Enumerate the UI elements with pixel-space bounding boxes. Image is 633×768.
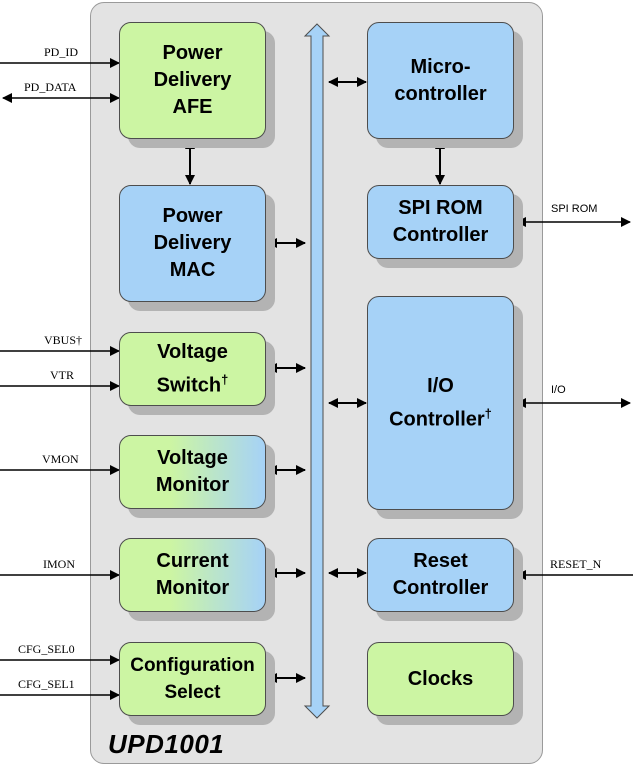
reset-controller-block: Reset Controller <box>367 538 514 612</box>
spi-rom-controller-block: SPI ROM Controller <box>367 185 514 259</box>
signal-label-cfg-sel0: CFG_SEL0 <box>18 642 75 656</box>
current-monitor-block: Current Monitor <box>119 538 266 612</box>
voltage-switch-text: Voltage Switch <box>156 340 228 397</box>
signal-label-io: I/O <box>551 384 566 396</box>
clocks-block: Clocks <box>367 642 514 716</box>
signal-label-pd-id: PD_ID <box>44 45 79 59</box>
reset-controller-label: Reset Controller <box>392 550 489 599</box>
configuration-select-label: Configuration Select <box>130 655 255 703</box>
io-controller-text: I/O Controller <box>389 374 485 431</box>
microcontroller-label: Micro- controller <box>394 55 487 105</box>
power-delivery-afe-block: Power Delivery AFE <box>119 22 266 139</box>
signal-label-vbus: VBUS† <box>44 333 83 347</box>
io-controller-block: I/O Controller† <box>367 296 514 510</box>
power-delivery-mac-block: Power Delivery MAC <box>119 185 266 302</box>
signal-label-vtr: VTR <box>50 368 74 382</box>
voltage-switch-block: Voltage Switch† <box>119 332 266 406</box>
voltage-switch-label: Voltage Switch† <box>157 339 229 400</box>
signal-label-imon: IMON <box>43 557 75 571</box>
internal-bus <box>303 23 331 719</box>
configuration-select-block: Configuration Select <box>119 642 266 716</box>
current-monitor-label: Current Monitor <box>155 550 230 599</box>
microcontroller-block: Micro- controller <box>367 22 514 139</box>
clocks-label: Clocks <box>407 667 474 690</box>
power-delivery-afe-label: Power Delivery AFE <box>153 42 232 118</box>
signal-label-pd-data: PD_DATA <box>24 80 77 94</box>
voltage-monitor-label: Voltage Monitor <box>155 447 230 496</box>
signal-label-cfg-sel1: CFG_SEL1 <box>18 677 75 691</box>
signal-label-vmon: VMON <box>42 452 79 466</box>
voltage-monitor-block: Voltage Monitor <box>119 435 266 509</box>
spi-rom-controller-label: SPI ROM Controller <box>392 197 489 246</box>
io-controller-dagger: † <box>484 405 492 421</box>
voltage-switch-dagger: † <box>221 371 229 387</box>
signal-label-spi-rom: SPI ROM <box>551 203 598 215</box>
chip-name: UPD1001 <box>108 729 225 759</box>
power-delivery-mac-label: Power Delivery MAC <box>153 205 232 281</box>
signal-label-reset-n: RESET_N <box>550 557 602 571</box>
io-controller-label: I/O Controller† <box>389 373 492 434</box>
